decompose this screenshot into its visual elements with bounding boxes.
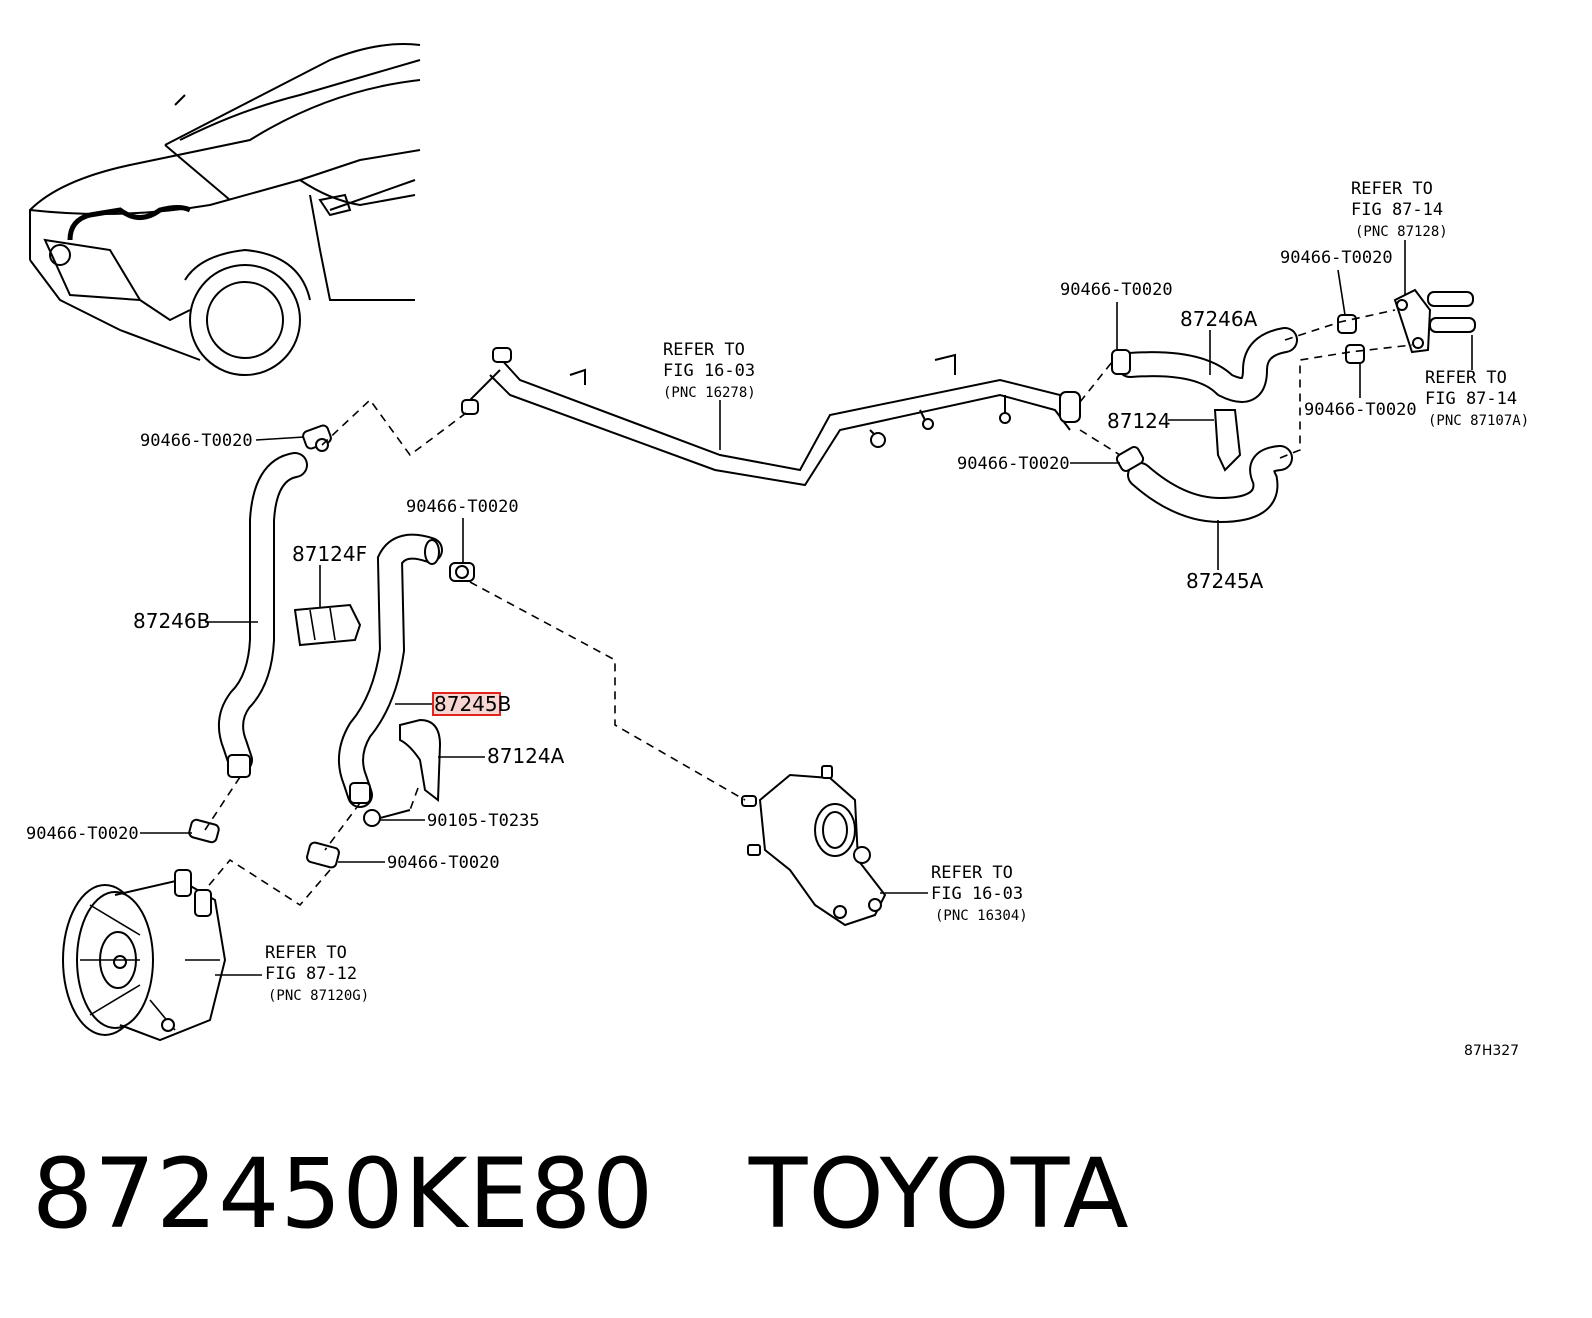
ref-line3: (PNC 87120G) — [268, 988, 369, 1004]
clamp-icon — [449, 562, 475, 582]
bolt-90105 — [363, 809, 411, 827]
ref-heater-top: REFER TO FIG 87-14 (PNC 87128) — [1351, 179, 1448, 240]
label-hose-87246B: 87246B — [133, 609, 210, 633]
ref-line1: REFER TO — [1351, 179, 1433, 199]
label-clamp: 90466-T0020 — [140, 431, 253, 451]
figure-code: 87H327 — [1464, 1043, 1519, 1059]
routing-lines — [204, 309, 1413, 907]
ref-line2: FIG 16-03 — [663, 361, 755, 381]
ref-line1: REFER TO — [265, 943, 347, 963]
caption-part-number: 872450KE80 — [32, 1138, 655, 1250]
ref-vacuum-pump: REFER TO FIG 87-12 (PNC 87120G) — [265, 943, 369, 1004]
bracket-87124A — [399, 718, 442, 802]
label-hose-87245B: 87245B — [434, 692, 511, 716]
label-bolt: 90105-T0235 — [427, 811, 540, 831]
hose-87245A — [1127, 445, 1293, 524]
part-caption: 872450KE80 TOYOTA — [32, 1138, 1130, 1250]
clamp-87124 — [1213, 409, 1242, 472]
hose-87246B — [218, 452, 308, 778]
heater-connector — [1393, 288, 1476, 354]
hose-87245B — [338, 533, 443, 808]
ref-line3: (PNC 87128) — [1355, 224, 1448, 240]
ref-line2: FIG 87-14 — [1351, 200, 1443, 220]
vehicle-illustration — [29, 43, 421, 376]
ref-line2: FIG 87-12 — [265, 964, 357, 984]
label-clamp-87124: 87124 — [1107, 409, 1171, 433]
clamp-icon — [1337, 314, 1357, 334]
ref-line1: REFER TO — [1425, 368, 1507, 388]
water-pump — [741, 765, 887, 927]
clamp-icon — [1115, 446, 1145, 472]
ref-line3: (PNC 16304) — [935, 908, 1028, 924]
water-pipe — [461, 347, 1081, 487]
part-labels: 90466-T0020 90466-T0020 90466-T0020 9046… — [26, 248, 1417, 873]
label-clamp-87124F: 87124F — [292, 542, 367, 566]
caption-brand: TOYOTA — [748, 1138, 1130, 1250]
label-clamp: 90466-T0020 — [1060, 280, 1173, 300]
label-clamp: 90466-T0020 — [957, 454, 1070, 474]
hose-87246A — [1117, 327, 1298, 403]
label-clamp: 90466-T0020 — [1304, 400, 1417, 420]
label-clamp: 90466-T0020 — [26, 824, 139, 844]
clamp-icon — [1111, 349, 1131, 375]
ref-line1: REFER TO — [663, 340, 745, 360]
vacuum-pump — [62, 869, 227, 1042]
ref-water-pump: REFER TO FIG 16-03 (PNC 16304) — [931, 863, 1028, 924]
clamp-icon — [1345, 344, 1365, 364]
ref-line1: REFER TO — [931, 863, 1013, 883]
label-bracket-87124A: 87124A — [487, 744, 565, 768]
clamp-icon — [306, 841, 340, 869]
label-clamp: 90466-T0020 — [1280, 248, 1393, 268]
hose-clamps — [188, 314, 1365, 869]
ref-line2: FIG 16-03 — [931, 884, 1023, 904]
label-hose-87245A: 87245A — [1186, 569, 1264, 593]
ref-heater-right: REFER TO FIG 87-14 (PNC 87107A) — [1425, 368, 1529, 429]
clamp-87124F — [293, 603, 362, 647]
ref-line3: (PNC 16278) — [663, 385, 756, 401]
leader-lines — [140, 240, 1473, 976]
highlight-box — [432, 692, 501, 716]
clamp-icon — [302, 424, 332, 452]
clamp-icon — [188, 818, 220, 844]
ref-line2: FIG 87-14 — [1425, 389, 1517, 409]
ref-line3: (PNC 87107A) — [1428, 413, 1529, 429]
label-clamp: 90466-T0020 — [406, 497, 519, 517]
label-hose-87246A: 87246A — [1180, 307, 1258, 331]
ref-pipe: REFER TO FIG 16-03 (PNC 16278) — [663, 340, 756, 401]
label-clamp: 90466-T0020 — [387, 853, 500, 873]
